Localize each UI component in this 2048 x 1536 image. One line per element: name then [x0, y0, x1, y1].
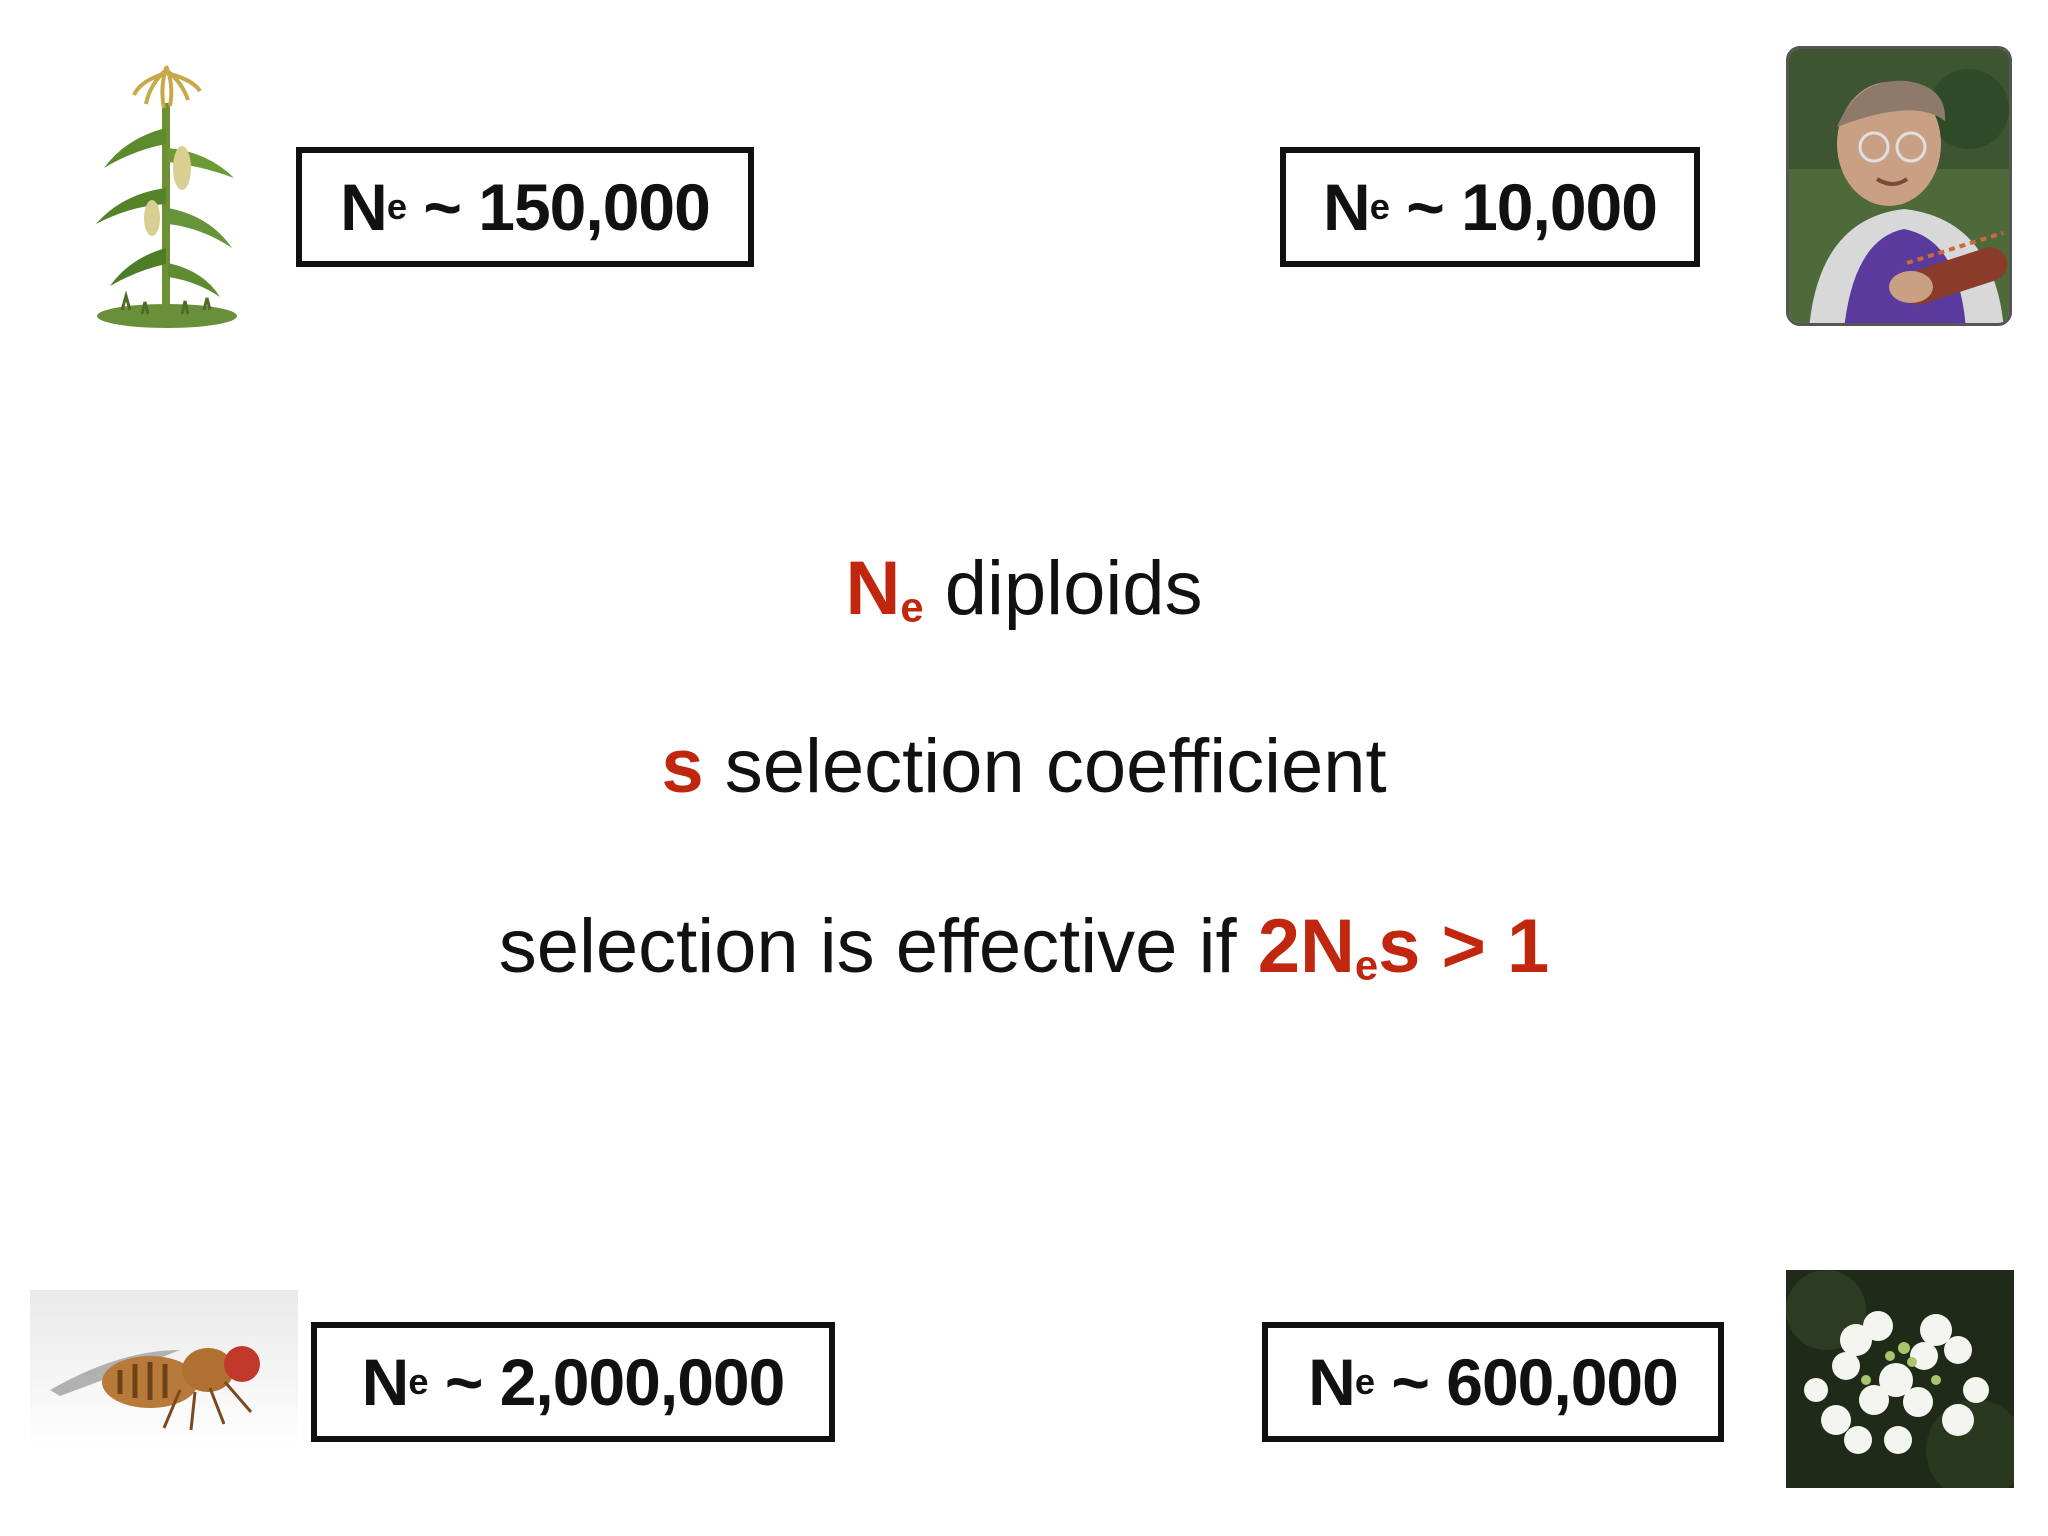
scientist-photo-icon	[1786, 46, 2012, 326]
s-symbol: s	[661, 724, 704, 809]
definition-s: s selection coefficient	[661, 724, 1387, 809]
selection-rule: selection is effective if 2Nes > 1	[498, 904, 1550, 989]
white-flowers-icon	[1786, 1270, 2014, 1488]
maize-plant-icon	[82, 48, 252, 328]
definition-ne: Ne diploids	[845, 546, 1203, 631]
ne-symbol: Ne	[845, 546, 924, 631]
fruit-fly-icon	[30, 1290, 298, 1450]
rule-formula: 2Nes > 1	[1257, 904, 1550, 989]
